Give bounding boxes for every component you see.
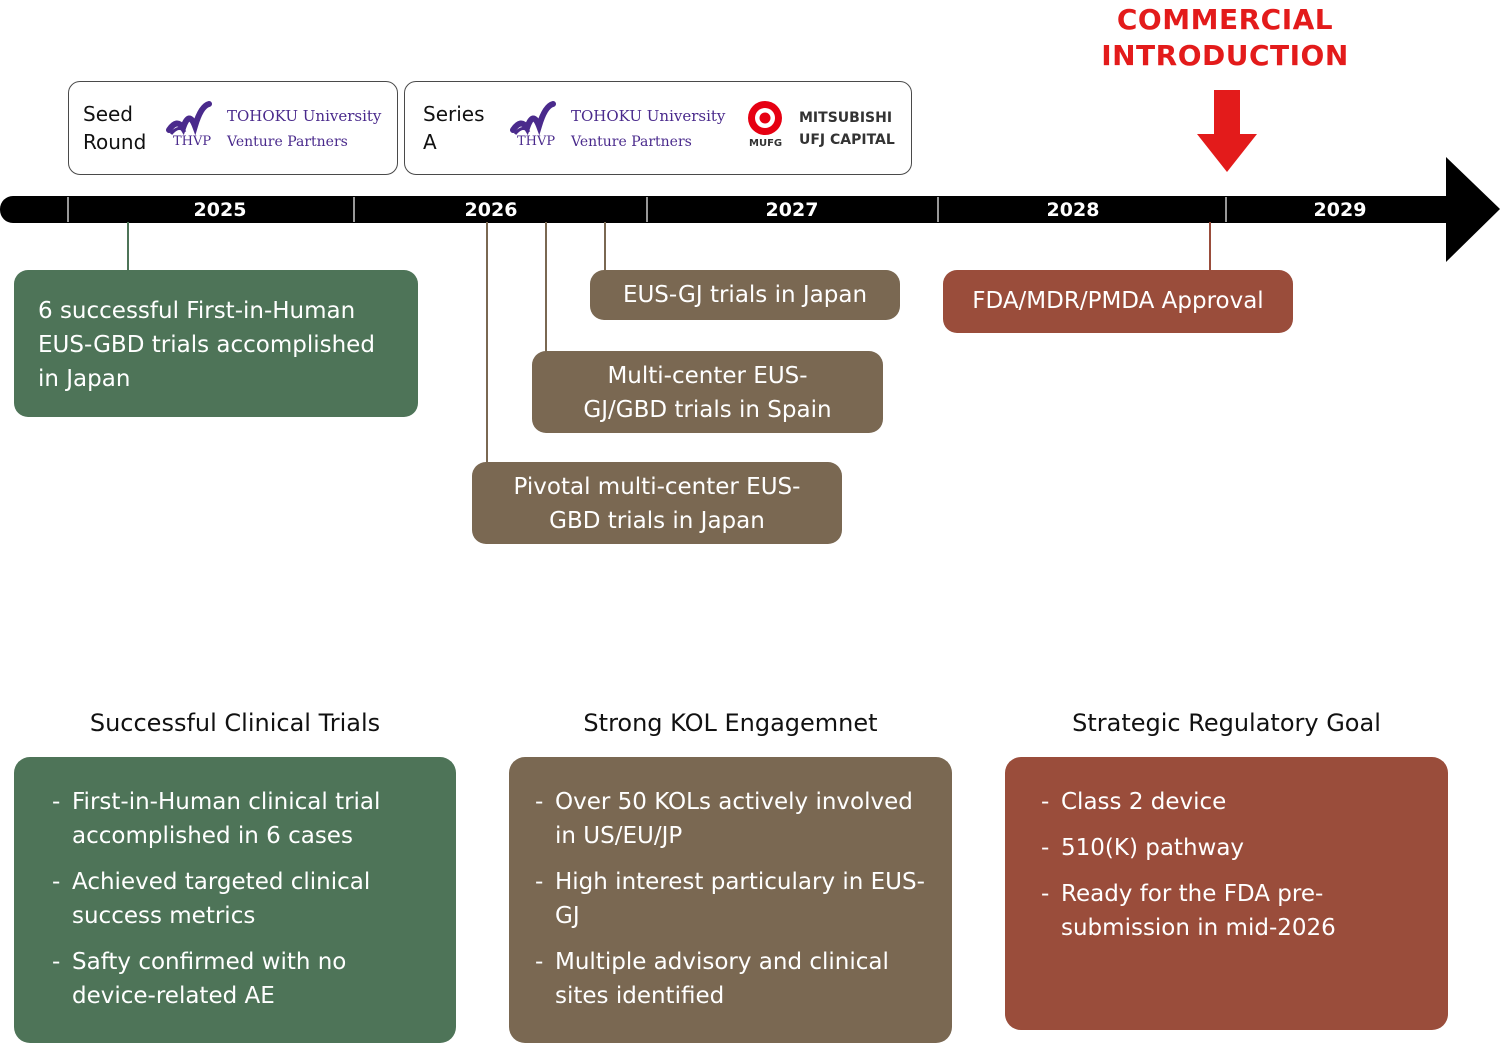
timeline-bar [0,157,1500,262]
series-a-box: Series A THVP TOHOKU University Venture … [404,81,912,175]
thvp-abbr: THVP [517,134,556,149]
mufg-name-line2: UFJ CAPITAL [799,132,895,148]
event-eus-gj-japan: EUS-GJ trials in Japan [590,270,900,320]
column-box-kol-engagement: -Over 50 KOLs actively involved in US/EU… [509,757,952,1043]
thvp-mark-icon [166,101,212,136]
event-pivotal-japan: Pivotal multi-center EUS-GBD trials in J… [472,462,842,544]
connector-line [486,222,488,462]
list-item: -Over 50 KOLs actively involved in US/EU… [535,789,913,849]
series-a-label: Series A [423,102,485,154]
year-label-2028: 2028 [1046,199,1100,221]
list-item: -Safty confirmed with no device-related … [52,949,347,1009]
year-label-2027: 2027 [765,199,819,221]
list-item: -High interest particulary in EUS-GJ [535,869,925,929]
year-label-2029: 2029 [1313,199,1367,221]
connector-line [127,222,129,270]
event-first-in-human: 6 successful First-in-Human EUS-GBD tria… [14,270,418,417]
list-item: -Ready for the FDA pre-submission in mid… [1041,881,1336,941]
column-box-clinical-trials: -First-in-Human clinical trial accomplis… [14,757,456,1043]
connector-line [1209,222,1211,270]
commercial-line2: INTRODUCTION [1101,39,1349,72]
thvp-abbr: THVP [173,134,212,149]
mufg-name-line1: MITSUBISHI [799,110,893,126]
thvp-name-line2: Venture Partners [227,134,348,150]
commercial-introduction-label: COMMERCIAL INTRODUCTION [1080,2,1370,74]
down-arrow-icon [1197,90,1257,172]
list-item: -Multiple advisory and clinical sites id… [535,949,889,1009]
event-multi-center-spain: Multi-center EUS-GJ/GBD trials in Spain [532,351,883,433]
seed-round-label: Seed Round [83,102,147,154]
seed-round-box: Seed Round THVP TOHOKU University Ventur… [68,81,398,175]
thvp-mark-icon [510,101,556,136]
event-fda-approval: FDA/MDR/PMDA Approval [943,270,1293,333]
list-item: -510(K) pathway [1041,835,1245,861]
connector-line [604,222,606,270]
mufg-abbr: MUFG [749,138,783,149]
thvp-name-line1: TOHOKU University [571,107,726,125]
thvp-name-line2: Venture Partners [571,134,692,150]
list-item: -Class 2 device [1041,789,1227,815]
mufg-logo: MUFG MITSUBISHI UFJ CAPITAL [741,98,901,158]
column-title-clinical-trials: Successful Clinical Trials [89,709,381,737]
commercial-line1: COMMERCIAL [1116,3,1334,36]
thvp-logo: THVP TOHOKU University Venture Partners [509,100,734,156]
list-item: -Achieved targeted clinical success metr… [52,869,371,929]
mufg-mark-icon [748,101,782,135]
column-box-regulatory-goal: -Class 2 device -510(K) pathway -Ready f… [1005,757,1448,1030]
connector-line [545,222,547,352]
year-label-2026: 2026 [464,199,518,221]
list-item: -First-in-Human clinical trial accomplis… [52,789,381,849]
column-title-regulatory-goal: Strategic Regulatory Goal [1072,709,1381,737]
thvp-name-line1: TOHOKU University [227,107,382,125]
thvp-logo: THVP TOHOKU University Venture Partners [165,100,390,156]
column-title-kol-engagement: Strong KOL Engagemnet [583,709,878,737]
year-label-2025: 2025 [193,199,247,221]
